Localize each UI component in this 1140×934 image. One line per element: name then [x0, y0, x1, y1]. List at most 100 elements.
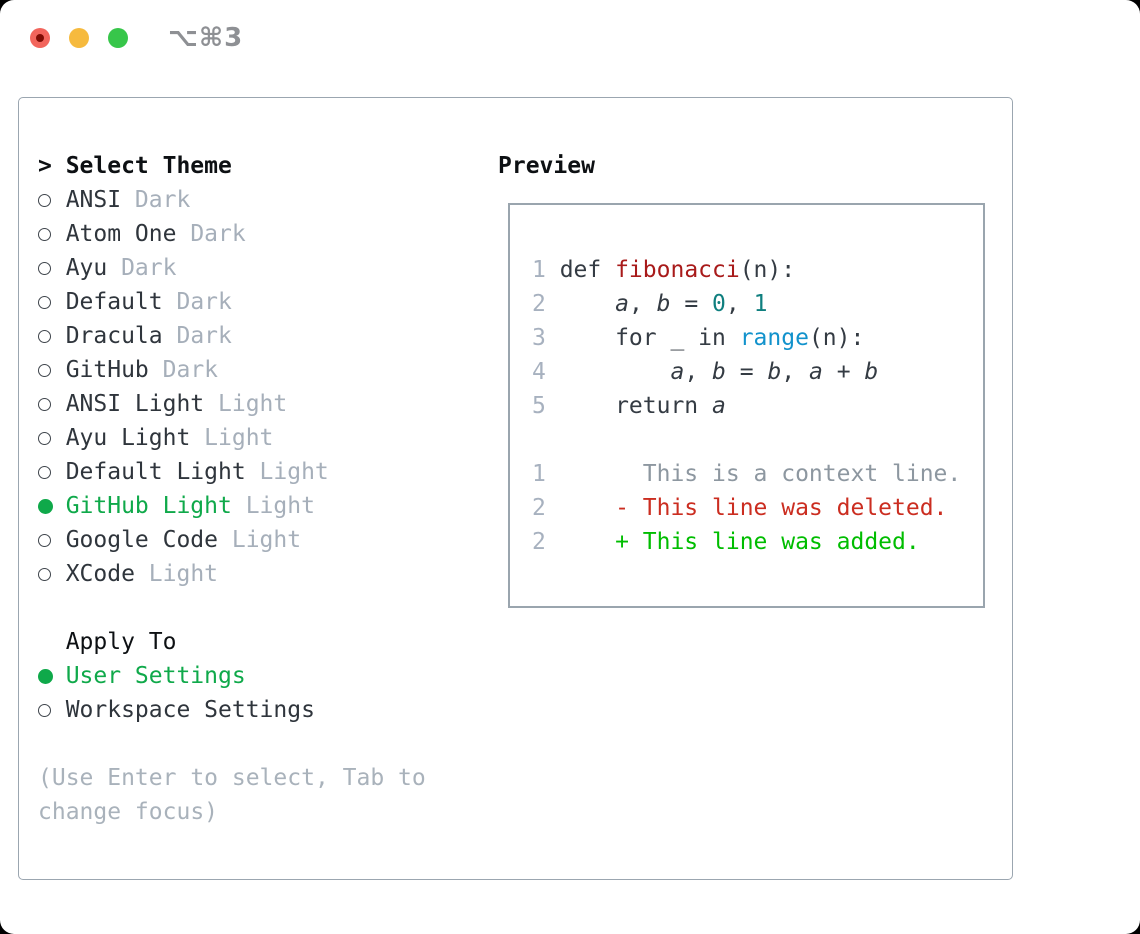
theme-variant: Light: [231, 527, 302, 553]
select-theme-header: > Select Theme: [38, 149, 498, 183]
preview-line: 2 + This line was added.: [532, 525, 983, 559]
hint-line-1: (Use Enter to select, Tab to: [38, 765, 426, 791]
code-segment: [560, 291, 615, 317]
minimize-button[interactable]: [69, 27, 89, 48]
theme-name: ANSI: [65, 187, 122, 213]
radio-icon: [38, 703, 66, 717]
radio-icon: [38, 227, 66, 241]
preview-title: Preview: [498, 153, 595, 179]
preview-line: 2 a, b = 0, 1: [532, 287, 983, 321]
radio-circle: [38, 193, 51, 207]
code-segment: 1: [753, 291, 768, 317]
apply-option-workspace-settings[interactable]: Workspace Settings: [38, 693, 498, 727]
select-theme-title: Select Theme: [65, 153, 232, 179]
code-segment: 0: [712, 291, 726, 317]
code-segment: def: [559, 257, 616, 283]
radio-circle: [38, 397, 51, 411]
radio-circle: [38, 261, 51, 275]
radio-icon: [38, 567, 66, 581]
line-number: 3: [532, 325, 546, 351]
theme-variant: Dark: [176, 289, 232, 315]
line-number: 5: [532, 393, 546, 419]
line-number: 2: [532, 495, 546, 521]
theme-name: Dracula: [65, 323, 163, 349]
code-segment: b: [864, 359, 879, 385]
theme-name: Google Code: [65, 527, 219, 553]
radio-icon: [38, 295, 66, 309]
theme-variant: Light: [218, 391, 288, 417]
zoom-button[interactable]: [108, 27, 128, 48]
line-number: 2: [532, 291, 546, 317]
preview-header: Preview: [498, 149, 1012, 183]
code-segment: b: [767, 359, 782, 385]
code-segment: a: [809, 359, 823, 385]
titlebar: ⌥⌘3: [0, 0, 1140, 75]
code-segment: a: [670, 359, 685, 385]
radio-selected-icon: [38, 668, 66, 684]
code-segment: a: [615, 291, 629, 317]
code-segment: ,: [684, 359, 713, 385]
radio-icon: [38, 261, 66, 275]
close-dot-icon: [36, 33, 44, 42]
theme-option-default[interactable]: Default Dark: [38, 285, 498, 319]
theme-option-ayu-light[interactable]: Ayu Light Light: [38, 421, 498, 455]
radio-circle: [38, 329, 51, 343]
prompt-caret-icon: >: [38, 153, 52, 179]
preview-line: 5 return a: [532, 389, 983, 423]
code-segment: + This line was added.: [559, 529, 920, 555]
code-segment: - This line was deleted.: [559, 495, 948, 521]
code-segment: b: [656, 291, 671, 317]
code-segment: a: [712, 393, 726, 419]
radio-circle: [38, 227, 51, 241]
preview-line: 4 a, b = b, a + b: [532, 355, 983, 389]
code-segment: [560, 359, 671, 385]
radio-circle: [38, 668, 53, 684]
code-segment: +: [822, 359, 865, 385]
code-segment: return: [559, 393, 713, 419]
radio-circle: [38, 703, 51, 717]
theme-name: Ayu Light: [65, 425, 191, 451]
theme-variant: Dark: [190, 221, 246, 247]
radio-icon: [38, 533, 66, 547]
theme-option-atom-one[interactable]: Atom One Dark: [38, 217, 498, 251]
code-segment: (n):: [808, 325, 865, 351]
code-segment: for _ in: [559, 325, 740, 351]
theme-name: GitHub Light: [65, 493, 232, 519]
line-number: 1: [532, 257, 546, 283]
theme-option-google-code[interactable]: Google Code Light: [38, 523, 498, 557]
radio-circle: [38, 465, 51, 479]
code-segment: ,: [781, 359, 809, 385]
apply-to-label: Apply To: [65, 629, 177, 655]
theme-name: Default: [65, 289, 163, 315]
radio-icon: [38, 363, 66, 377]
hint-line-2: change focus): [38, 799, 219, 825]
theme-name: Atom One: [65, 221, 177, 247]
apply-option-user-settings[interactable]: User Settings: [38, 659, 498, 693]
theme-variant: Light: [204, 425, 274, 451]
code-segment: ,: [628, 291, 657, 317]
window-title: ⌥⌘3: [168, 22, 244, 53]
radio-circle: [38, 567, 51, 581]
apply-option-label: Workspace Settings: [65, 697, 315, 723]
radio-icon: [38, 431, 66, 445]
radio-circle: [38, 363, 51, 377]
code-segment: (n):: [739, 257, 796, 283]
close-button[interactable]: [30, 27, 50, 48]
spacer: [38, 591, 498, 625]
radio-selected-icon: [38, 498, 66, 514]
code-segment: range: [739, 325, 809, 351]
radio-icon: [38, 329, 66, 343]
